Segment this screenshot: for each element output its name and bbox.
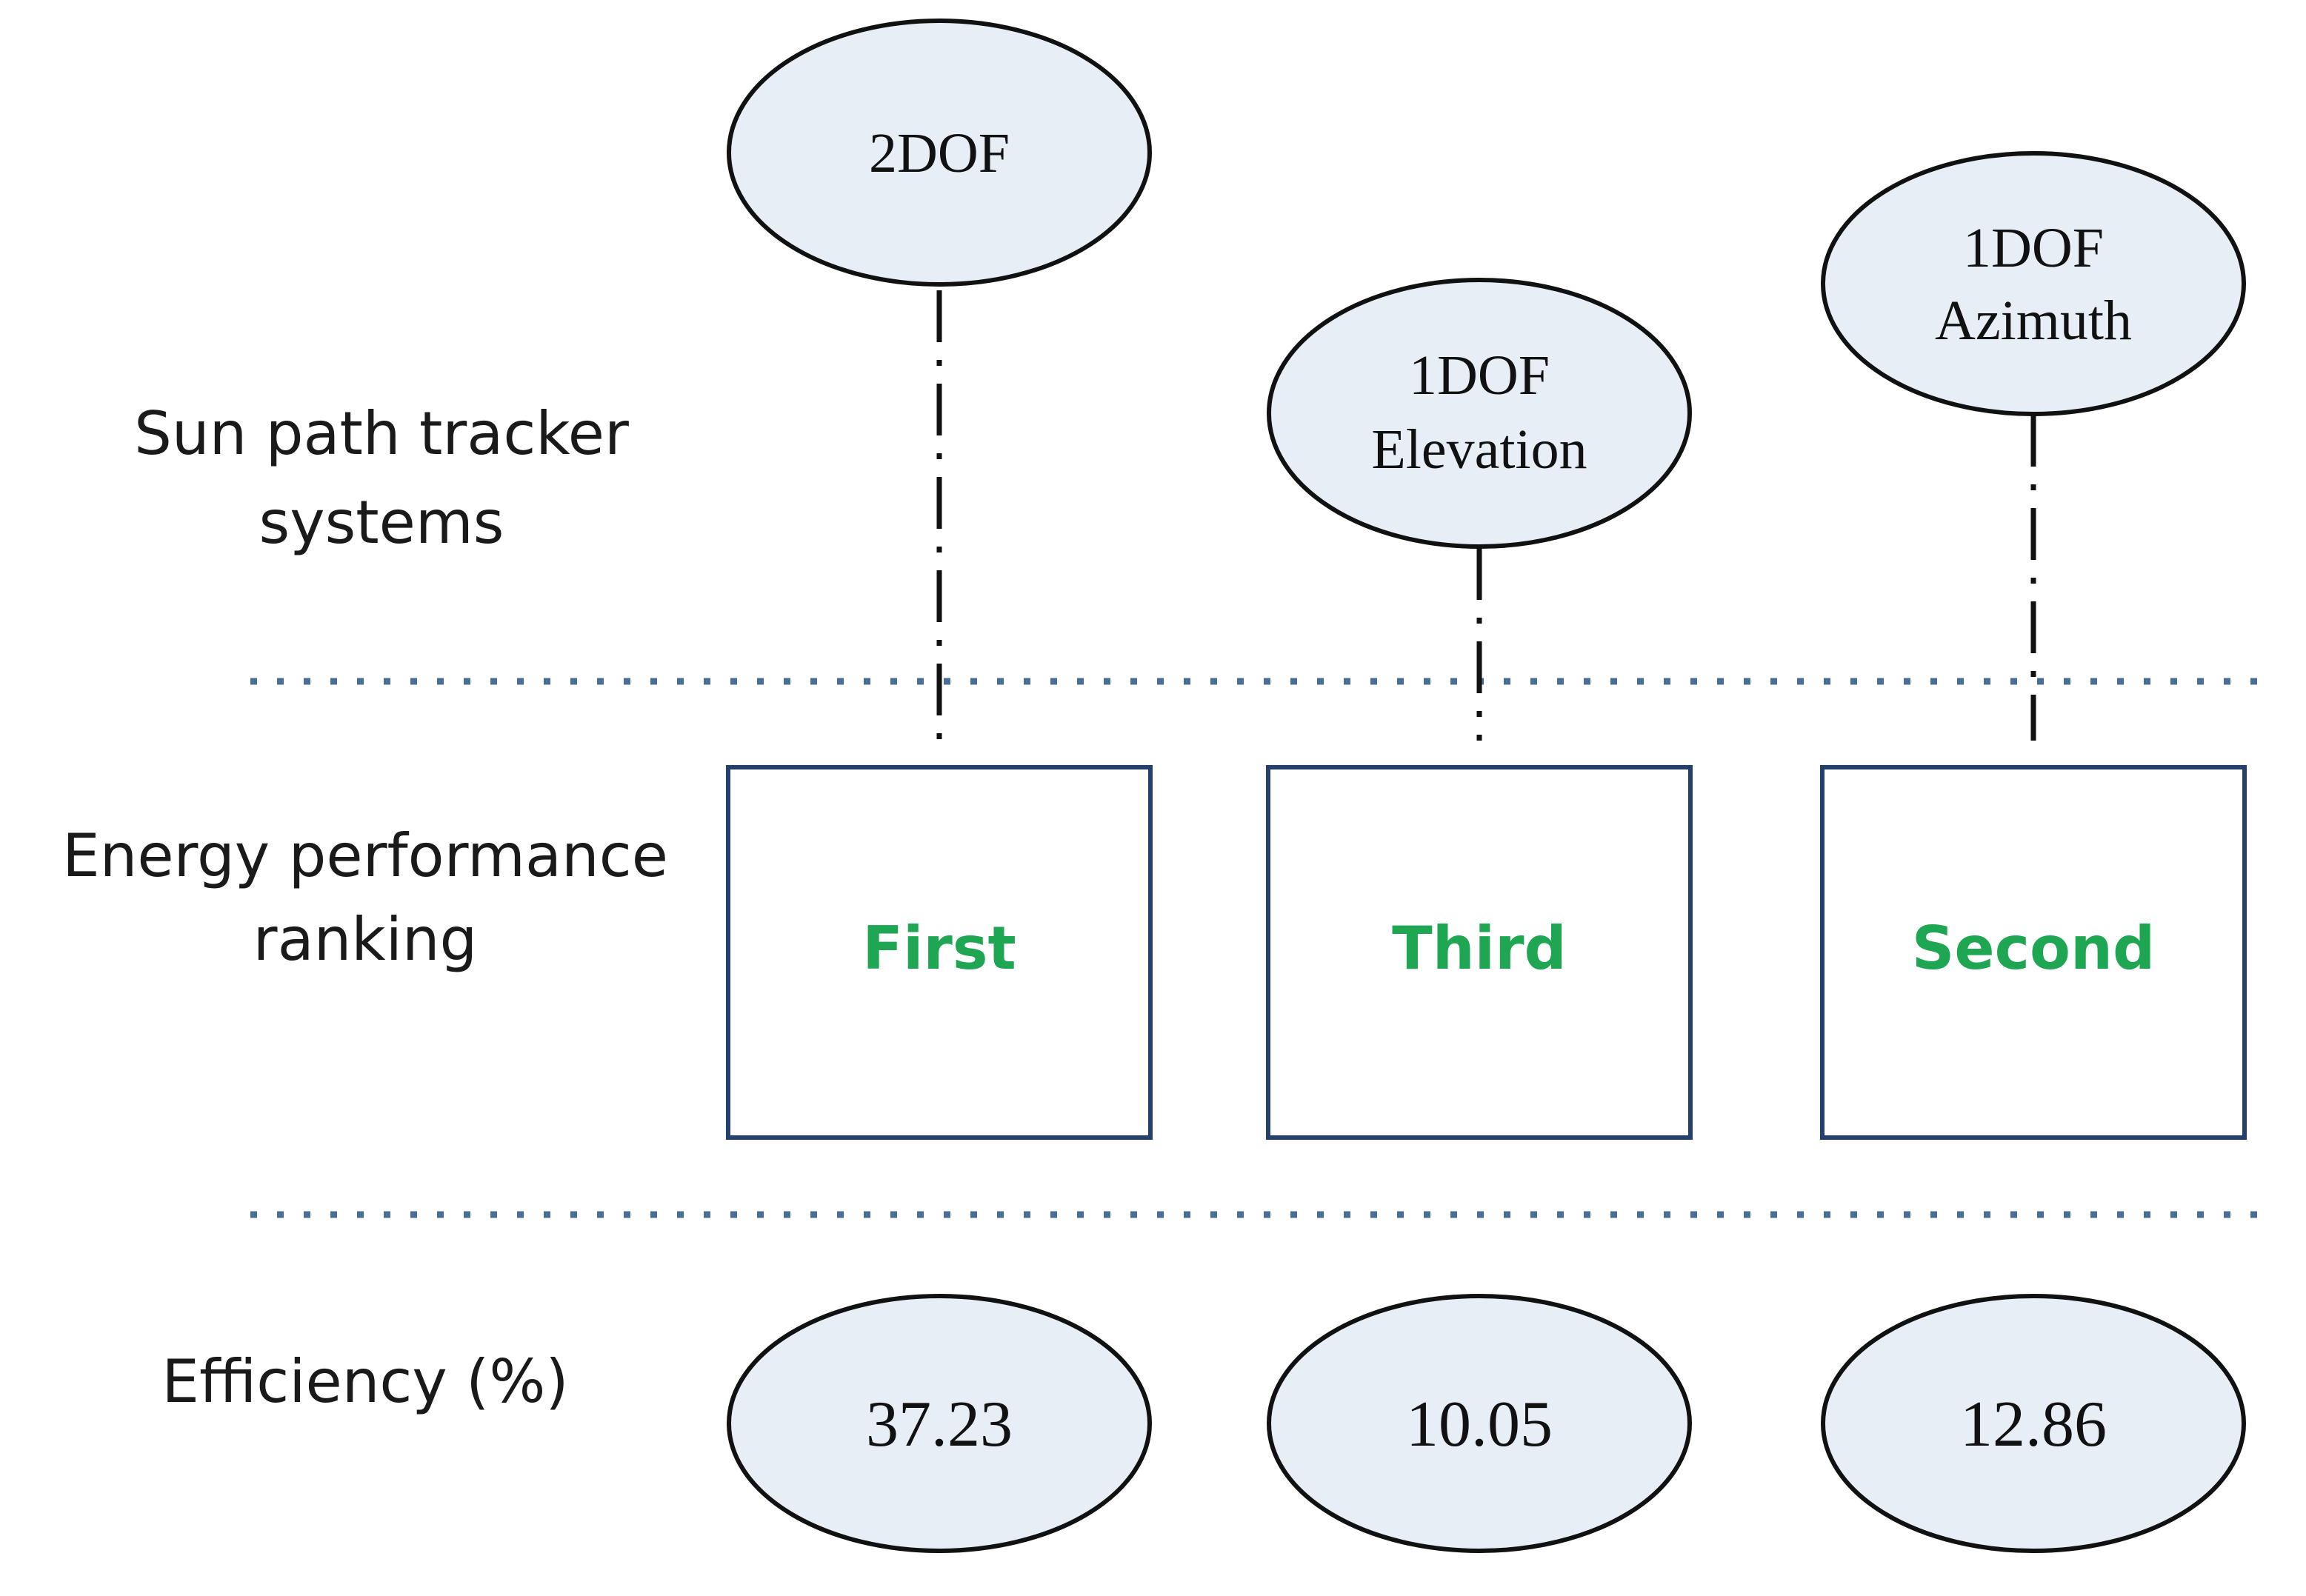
- row-label-systems-line2: systems: [259, 488, 504, 557]
- row-label-systems: Sun path tracker systems: [134, 399, 629, 557]
- rank-label-1dof-elevation: Third: [1392, 914, 1567, 983]
- system-node-2dof: [727, 19, 1152, 287]
- column-1dof-elevation: 1DOF Elevation Third 10.05: [1266, 278, 1693, 1553]
- column-2dof: 2DOF First 37.23: [726, 19, 1153, 1553]
- efficiency-node-1dof-elevation: [1267, 1294, 1692, 1553]
- rank-box-1dof-elevation: [1266, 765, 1693, 1140]
- efficiency-node-1dof-azimuth: [1821, 1294, 2246, 1553]
- row-label-ranking-line1: Energy performance: [62, 821, 668, 890]
- system-name-1dof-azimuth-line2: Azimuth: [1935, 290, 2132, 352]
- efficiency-node-2dof: [727, 1294, 1152, 1553]
- row-label-ranking-line2: ranking: [253, 905, 478, 974]
- efficiency-value-1dof-azimuth: 12.86: [1960, 1389, 2107, 1460]
- system-name-2dof: 2DOF: [869, 122, 1010, 184]
- column-1dof-azimuth: 1DOF Azimuth Second 12.86: [1820, 151, 2247, 1553]
- row-label-ranking: Energy performance ranking: [62, 821, 668, 974]
- rank-label-1dof-azimuth: Second: [1912, 914, 2155, 983]
- efficiency-value-2dof: 37.23: [866, 1389, 1013, 1460]
- rank-label-2dof: First: [862, 914, 1016, 983]
- system-node-1dof-azimuth: [1821, 151, 2246, 416]
- row-label-efficiency: Efficiency (%): [161, 1347, 568, 1416]
- rank-box-2dof: [726, 765, 1153, 1140]
- row-label-systems-line1: Sun path tracker: [134, 399, 629, 468]
- rank-box-1dof-azimuth: [1820, 765, 2247, 1140]
- system-node-1dof-elevation: [1267, 278, 1692, 549]
- system-name-1dof-elevation-line2: Elevation: [1371, 418, 1587, 481]
- system-name-1dof-elevation-line1: 1DOF: [1409, 344, 1550, 407]
- system-name-1dof-azimuth-line1: 1DOF: [1963, 217, 2104, 279]
- efficiency-value-1dof-elevation: 10.05: [1406, 1389, 1553, 1460]
